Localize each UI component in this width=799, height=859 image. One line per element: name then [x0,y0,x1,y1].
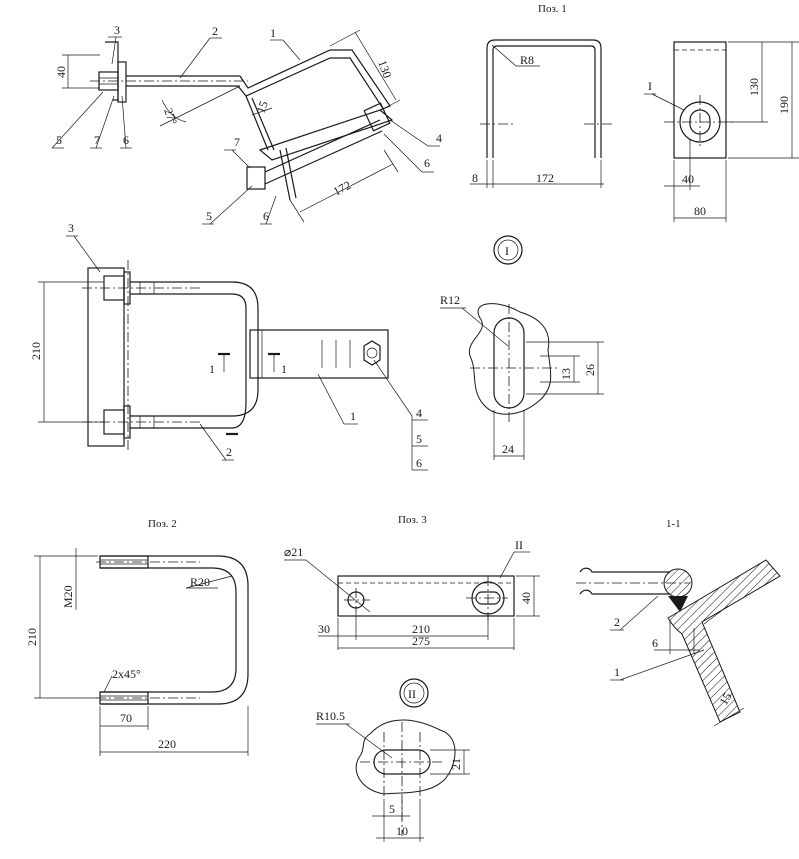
pos2-view: Поз. 2 210 M20 R20 2x45° 70 220 [25,518,249,756]
detail1-radius: R12 [440,293,460,307]
pos1-radius: R8 [520,53,534,67]
side-dim-210: 210 [29,342,43,360]
dim-172-top: 172 [331,178,353,199]
leader-4-side: 4 [416,406,422,420]
pos1-dim-40: 40 [682,172,694,186]
section-mark-right: 1 [281,362,287,376]
section-leader-1: 1 [614,665,620,679]
detail2-radius: R10.5 [316,709,345,723]
leader-4-top: 4 [436,131,442,145]
pos1-callout-I: I [648,79,652,93]
dim-130-top: 130 [375,58,394,80]
pos3-dim-275: 275 [412,634,430,648]
pos3-dim-210: 210 [412,622,430,636]
section-title: 1-1 [666,518,681,530]
pos2-chamfer: 2x45° [112,667,141,681]
leader-3-top: 3 [114,23,120,37]
leader-7-top: 7 [94,133,100,147]
detail2-dim-10: 10 [396,824,408,838]
pos3-hole: ⌀21 [284,545,303,559]
leader-2-top: 2 [212,24,218,38]
leader-6-top-b: 6 [424,156,430,170]
pos3-title: Поз. 3 [398,514,427,526]
assembly-side-view: 1 1 210 3 2 1 4 5 6 [29,221,428,471]
leader-5-side: 5 [416,432,422,446]
detail1-view: 13 26 24 R12 [440,293,604,460]
detail2-dim-5: 5 [389,802,395,816]
pos2-dim-220: 220 [158,737,176,751]
pos3-dim-40: 40 [519,592,533,604]
pos2-radius: R20 [190,575,210,589]
pos2-dim-210: 210 [25,628,39,646]
pos2-title: Поз. 2 [148,518,177,530]
leader-6-side: 6 [416,456,422,470]
section-leader-2: 2 [614,615,620,629]
leader-2-side: 2 [226,445,232,459]
section-dim-6: 6 [652,636,658,650]
leader-1-top: 1 [270,26,276,40]
section-mark-left: 1 [209,362,215,376]
pos1-dim-130: 130 [747,78,761,96]
detail1-dim-13: 13 [559,368,573,380]
detail1-dim-24: 24 [502,442,514,456]
detail2-marker: II [399,678,429,708]
pos1-side-view: 130 190 40 80 I [644,41,799,222]
assembly-top-view: 40 27° 15 130 172 2 1 3 5 7 6 4 6 7 5 [51,23,442,225]
leader-6-top-c: 6 [263,209,269,223]
leader-7-top-b: 7 [234,135,240,149]
section-1-1-view: 1-1 6 15 2 1 [576,518,781,727]
detail1-label: I [505,244,509,258]
pos3-dim-30: 30 [318,622,330,636]
leader-6-top: 6 [123,133,129,147]
pos2-thread: M20 [61,585,75,608]
pos1-front-view: Поз. 1 R8 8 172 [470,3,612,188]
leader-5-top-b: 5 [206,209,212,223]
pos1-title: Поз. 1 [538,3,567,15]
detail1-dim-26: 26 [583,364,597,376]
dim-angle-27: 27° [161,106,180,127]
pos3-callout: II [515,538,523,552]
leader-5-top: 5 [56,133,62,147]
pos1-dim-80: 80 [694,204,706,218]
detail2-label: II [408,687,416,701]
detail1-marker: I [493,235,523,265]
detail2-view: 21 5 10 R10.5 [316,709,470,842]
dim-15-top: 15 [254,99,271,115]
dim-40-top: 40 [54,66,68,78]
pos1-dim-8: 8 [472,171,478,185]
leader-1-side: 1 [350,409,356,423]
pos1-dim-190: 190 [777,96,791,114]
pos2-dim-70: 70 [120,711,132,725]
pos3-view: Поз. 3 ⌀21 II 40 30 210 275 [284,514,540,650]
pos1-dim-172: 172 [536,171,554,185]
detail2-dim-21: 21 [449,758,463,770]
leader-3-side: 3 [68,221,74,235]
